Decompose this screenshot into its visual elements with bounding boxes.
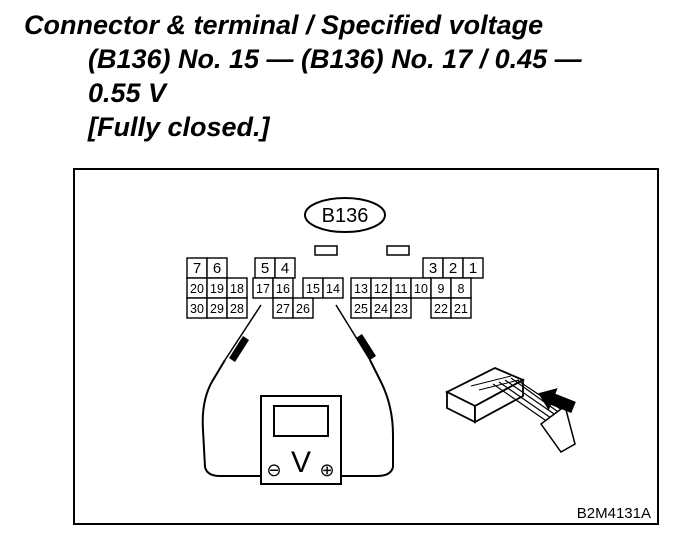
connector-id-label: B136 — [322, 205, 369, 227]
pin-label-19: 19 — [210, 282, 224, 296]
figure-code: B2M4131A — [577, 505, 651, 522]
pin-label-30: 30 — [190, 302, 204, 316]
heading-line-3: 0.55 V — [88, 78, 167, 108]
connector-harness-illustration — [444, 367, 576, 453]
pin-label-21: 21 — [454, 302, 468, 316]
heading-line-2: (B136) No. 15 — (B136) No. 17 / 0.45 — — [88, 44, 582, 74]
positive-terminal-icon: ⊕ — [319, 460, 334, 481]
pin-label-3: 3 — [429, 260, 437, 277]
pin-label-17: 17 — [256, 282, 270, 296]
pin-label-4: 4 — [281, 260, 289, 277]
insertion-arrow-icon — [538, 388, 576, 414]
pin-label-7: 7 — [193, 260, 201, 277]
pin-label-27: 27 — [276, 302, 290, 316]
voltmeter-label: V — [291, 446, 311, 479]
pin-cell-21 — [450, 297, 472, 319]
probe-positive — [356, 334, 376, 360]
pin-label-28: 28 — [230, 302, 244, 316]
pin-label-20: 20 — [190, 282, 204, 296]
probe-negative — [229, 336, 249, 362]
pin-cell-28 — [226, 297, 248, 319]
heading-line-1: Connector & terminal / Specified voltage — [24, 10, 544, 40]
pin-label-22: 22 — [434, 302, 448, 316]
pin-label-5: 5 — [261, 260, 269, 277]
pin-label-6: 6 — [213, 260, 221, 277]
pin-label-24: 24 — [374, 302, 388, 316]
pin-label-16: 16 — [276, 282, 290, 296]
pin-label-10: 10 — [414, 282, 428, 296]
pin-label-14: 14 — [326, 282, 340, 296]
pin-label-13: 13 — [354, 282, 368, 296]
pin-label-2: 2 — [449, 260, 457, 277]
lead-negative-cable — [201, 359, 263, 477]
pin-label-8: 8 — [458, 282, 465, 296]
pin-label-18: 18 — [230, 282, 244, 296]
pin-label-23: 23 — [394, 302, 408, 316]
lead-positive-cable — [340, 359, 394, 477]
instruction-heading: Connector & terminal / Specified voltage… — [24, 8, 674, 144]
pin-cell-26 — [292, 297, 314, 319]
pin-label-25: 25 — [354, 302, 368, 316]
pin-cell-14 — [322, 277, 344, 299]
pin-cell-1 — [462, 257, 484, 279]
pin-label-29: 29 — [210, 302, 224, 316]
connector-id-oval — [304, 197, 386, 233]
pin-label-26: 26 — [296, 302, 310, 316]
voltmeter-display — [273, 405, 329, 437]
lead-negative-wire — [224, 304, 262, 361]
pin-cell-23 — [390, 297, 412, 319]
pin-label-12: 12 — [374, 282, 388, 296]
connector-latch-left — [314, 245, 338, 256]
negative-terminal-icon: ⊖ — [266, 460, 281, 481]
connector-latch-right — [386, 245, 410, 256]
pin-label-15: 15 — [306, 282, 320, 296]
heading-line-4: [Fully closed.] — [88, 112, 270, 142]
pin-label-9: 9 — [438, 282, 445, 296]
pin-label-11: 11 — [395, 282, 408, 296]
pin-label-1: 1 — [469, 260, 477, 277]
